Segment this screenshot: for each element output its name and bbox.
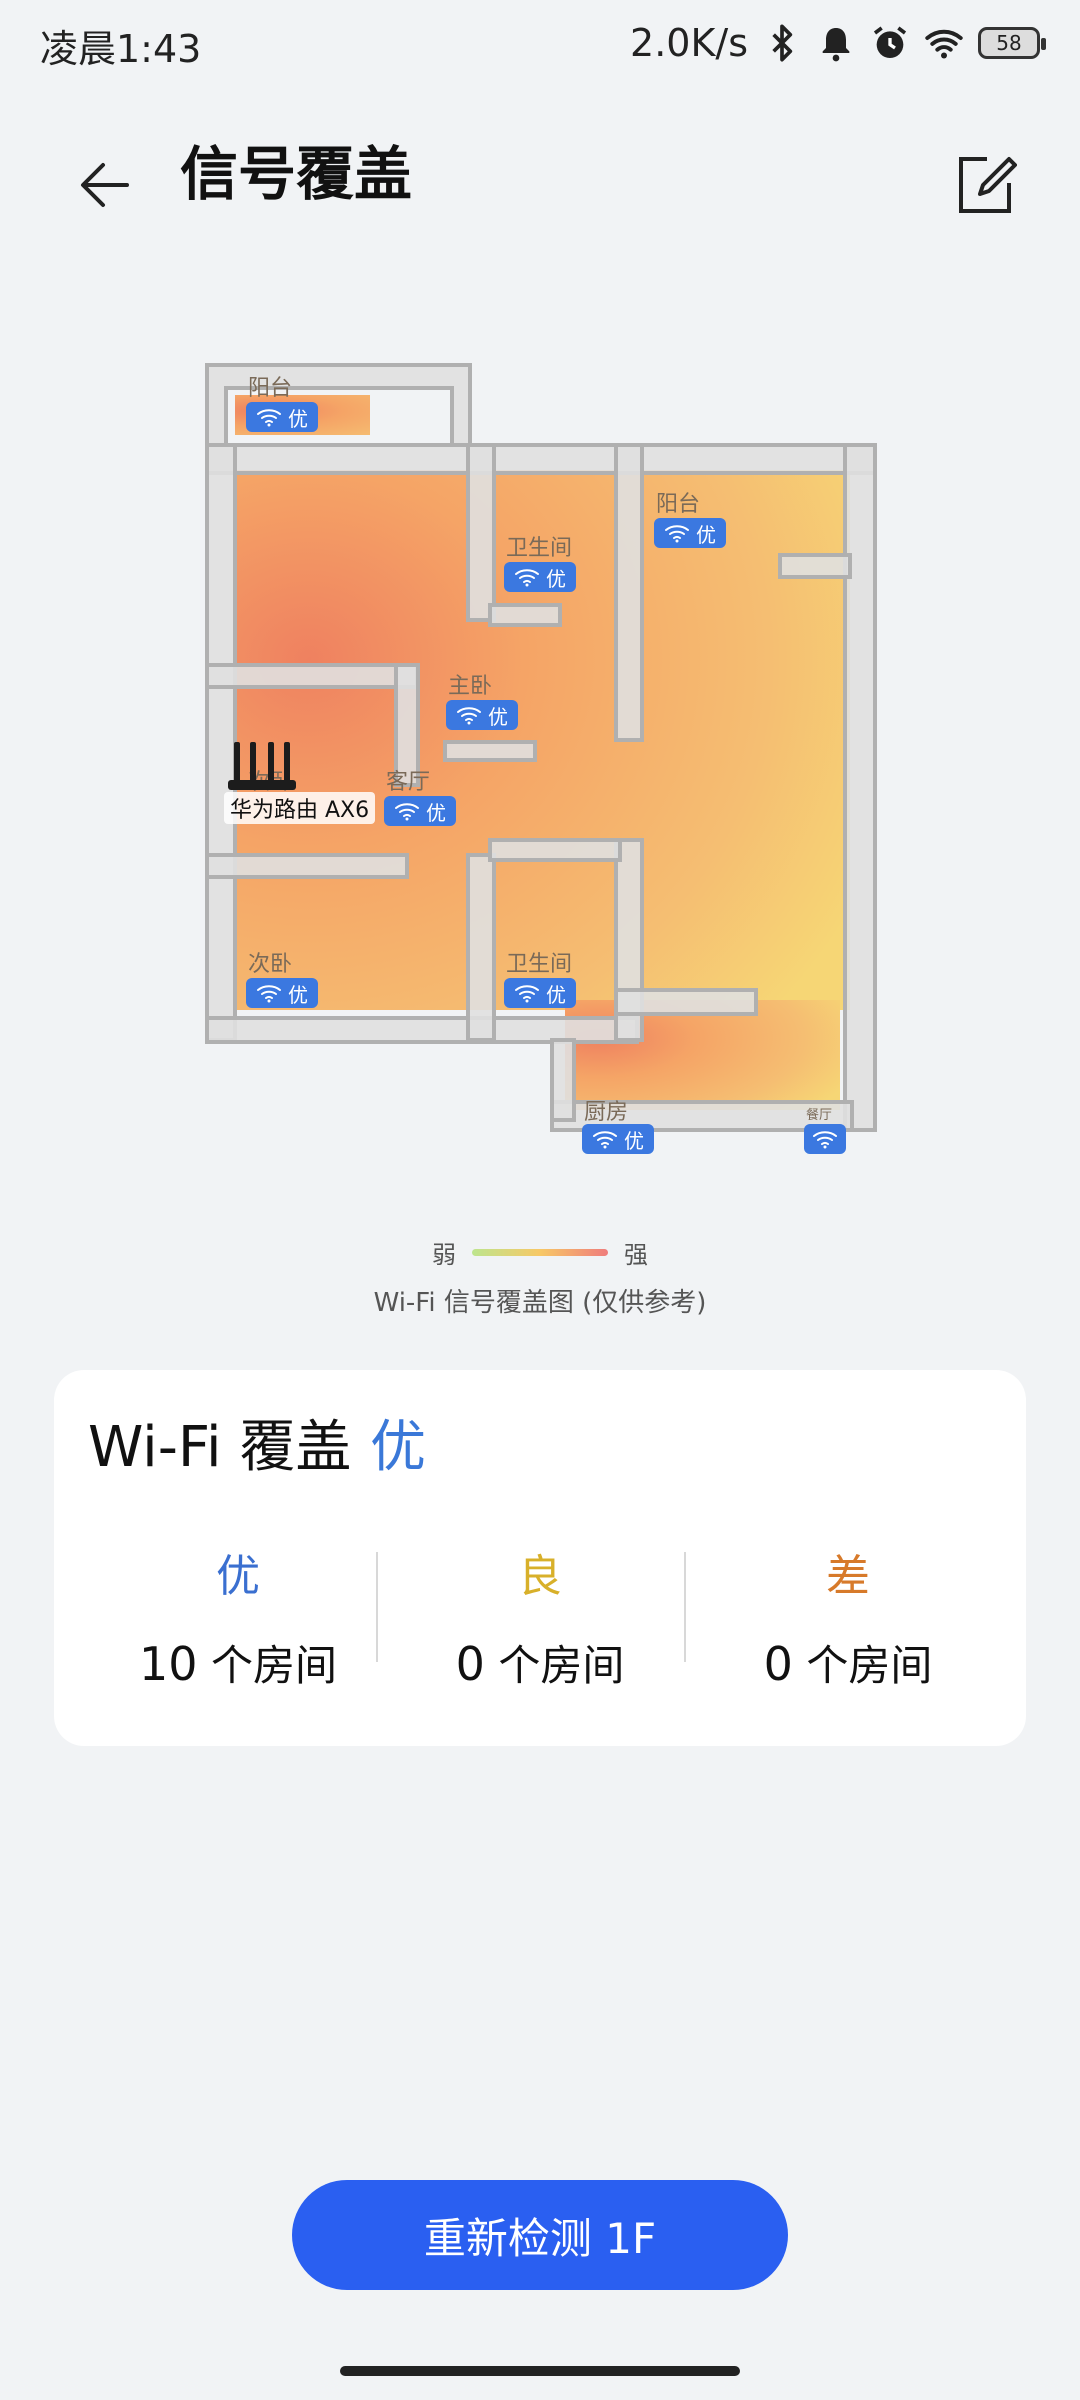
room-label-living-room: 客厅	[386, 770, 431, 795]
room-badge-kitchen[interactable]: 优	[582, 1124, 654, 1154]
wall-partition-right-upper	[614, 443, 644, 742]
wifi-icon	[813, 1131, 837, 1149]
legend-gradient-bar	[472, 1248, 608, 1256]
wall-kitchen-top	[614, 988, 758, 1016]
wall-master-bedroom-right	[394, 663, 420, 787]
wifi-icon	[257, 985, 281, 1003]
arrow-left-icon	[81, 163, 129, 207]
wall-bathroom-upper-bottom	[488, 603, 562, 627]
status-icons: 2.0K/s 58	[630, 18, 1046, 68]
heat-zone-main	[235, 470, 850, 1010]
bell-icon	[822, 28, 850, 62]
wifi-icon	[515, 569, 539, 587]
wall-top	[205, 443, 877, 475]
room-label-master-bedroom: 主卧	[448, 674, 493, 699]
stat-grade-poor: 差	[826, 1551, 870, 1602]
coverage-summary-card: Wi-Fi 覆盖 优 优 10 个房间 良 0 个房间 差 0 个房间	[54, 1370, 1026, 1746]
wifi-icon	[515, 985, 539, 1003]
wall-partition-mid	[466, 853, 496, 1042]
room-label-dining-room: 餐厅	[806, 1108, 833, 1123]
wifi-icon	[665, 525, 689, 543]
stat-unit: 个房间	[498, 1641, 625, 1690]
badge-grade: 优	[488, 704, 508, 729]
wifi-icon	[395, 803, 419, 821]
room-badge-balcony-right[interactable]: 优	[654, 518, 726, 548]
edit-button[interactable]	[940, 140, 1030, 230]
badge-grade: 优	[624, 1128, 644, 1153]
alarm-icon	[873, 26, 907, 58]
wifi-icon	[593, 1131, 617, 1149]
room-badge-balcony-top[interactable]: 优	[246, 402, 318, 432]
battery-indicator: 58	[978, 27, 1046, 59]
stat-good: 良 0 个房间	[390, 1540, 690, 1693]
stat-divider	[684, 1552, 686, 1662]
network-speed: 2.0K/s	[630, 21, 748, 65]
stat-number: 0	[763, 1637, 793, 1691]
room-label-balcony-top: 阳台	[248, 376, 293, 401]
wifi-signal-icon	[925, 29, 963, 59]
room-badge-living-room[interactable]: 优	[384, 796, 456, 826]
coverage-floorplan: 阳台 优 卫生间 优 阳台 优 主卧 优 次卧 客厅 优 次卧 优 卫生间 优 …	[190, 350, 890, 1210]
stat-number: 10	[139, 1637, 198, 1691]
badge-grade: 优	[426, 800, 446, 825]
room-badge-dining-room[interactable]	[804, 1124, 846, 1154]
map-caption: Wi-Fi 信号覆盖图 (仅供参考)	[373, 1288, 707, 1318]
room-badge-master-bedroom[interactable]: 优	[446, 700, 518, 730]
bluetooth-icon	[772, 24, 793, 62]
badge-grade: 优	[546, 566, 566, 591]
room-label-bathroom-lower: 卫生间	[506, 952, 573, 977]
stat-count-poor: 0 个房间	[698, 1632, 998, 1693]
room-label-balcony-right: 阳台	[656, 492, 701, 517]
legend-strong: 强	[624, 1240, 648, 1269]
wall-stub-inner	[443, 740, 537, 762]
router-icon[interactable]	[224, 740, 300, 794]
floorplan-walls	[205, 363, 877, 1132]
badge-grade: 优	[288, 406, 308, 431]
stat-count-good: 0 个房间	[390, 1632, 690, 1693]
router-label: 华为路由 AX6	[224, 792, 376, 824]
status-bar: 凌晨1:43 2.0K/s 58	[0, 0, 1080, 90]
wall-master-bedroom-top	[205, 663, 419, 689]
rescan-button[interactable]: 重新检测 1F	[292, 2180, 788, 2290]
wifi-icon	[457, 707, 481, 725]
stat-unit: 个房间	[210, 1641, 337, 1690]
stat-number: 0	[455, 1637, 485, 1691]
room-badge-bathroom-upper[interactable]: 优	[504, 562, 576, 592]
room-label-bathroom-upper: 卫生间	[506, 536, 573, 561]
edit-icon	[959, 157, 1017, 213]
wall-right	[843, 443, 877, 1132]
stat-excellent: 优 10 个房间	[88, 1540, 388, 1693]
badge-grade: 优	[288, 982, 308, 1007]
stat-grade-good: 良	[518, 1551, 562, 1602]
wall-kitchen-left	[550, 1038, 576, 1122]
wall-bathroom-lower-top	[488, 838, 622, 862]
wall-balcony-right-bottom	[778, 553, 852, 579]
coverage-title: Wi-Fi 覆盖	[88, 1415, 352, 1480]
page-title: 信号覆盖	[180, 140, 413, 208]
legend-weak: 弱	[432, 1240, 456, 1269]
back-button[interactable]	[60, 140, 150, 230]
floorplan-map	[205, 363, 877, 1132]
wifi-icon	[257, 409, 281, 427]
stat-grade-excellent: 优	[216, 1551, 260, 1602]
badge-grade: 优	[546, 982, 566, 1007]
stat-count-excellent: 10 个房间	[88, 1632, 388, 1693]
app-header: 信号覆盖	[0, 120, 1080, 230]
coverage-grade: 优	[370, 1415, 426, 1480]
stat-unit: 个房间	[806, 1641, 933, 1690]
status-time: 凌晨1:43	[40, 27, 202, 71]
room-label-second-bedroom: 次卧	[248, 952, 293, 977]
badge-grade: 优	[696, 522, 716, 547]
stat-poor: 差 0 个房间	[698, 1540, 998, 1693]
room-badge-bathroom-lower[interactable]: 优	[504, 978, 576, 1008]
signal-legend: 弱 强	[0, 1232, 1080, 1272]
wall-partition-upper	[466, 443, 496, 622]
home-indicator[interactable]	[340, 2366, 740, 2376]
room-label-kitchen: 厨房	[584, 1100, 629, 1125]
stat-divider	[376, 1552, 378, 1662]
room-badge-second-bedroom[interactable]: 优	[246, 978, 318, 1008]
wall-mid-left	[205, 853, 409, 879]
